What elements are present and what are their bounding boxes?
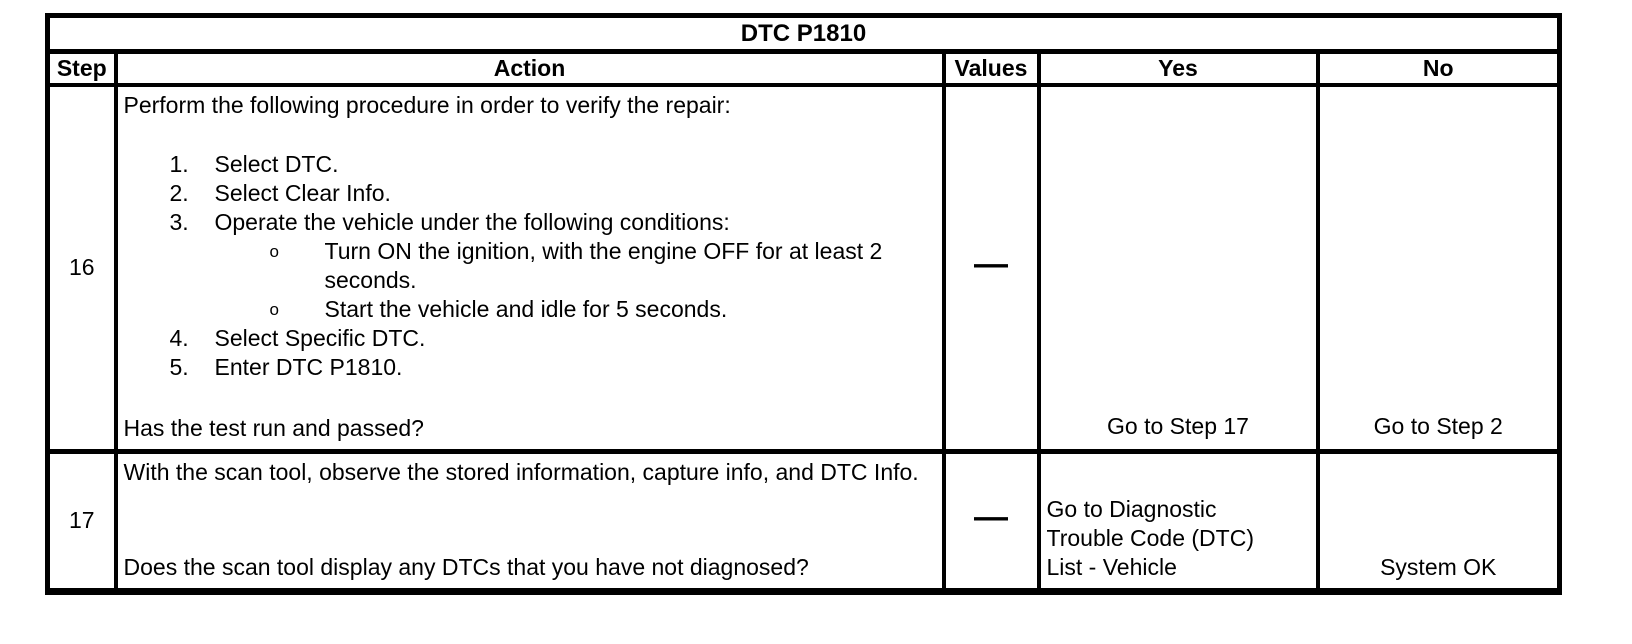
col-header-values: Values <box>941 49 1041 87</box>
yes-cell: Go to Diagnostic Trouble Code (DTC) List… <box>1036 449 1320 593</box>
dtc-diagnostic-table: DTC P1810 Step Action Values Yes No 16 P… <box>45 13 1562 595</box>
action-cell: Perform the following procedure in order… <box>113 83 946 454</box>
action-intro: With the scan tool, observe the stored i… <box>123 458 919 485</box>
circle-bullet-icon: o <box>269 300 279 319</box>
list-item-text: Enter DTC P1810. <box>214 354 403 380</box>
table-title-row: DTC P1810 <box>45 13 1562 54</box>
action-content: Perform the following procedure in order… <box>124 91 936 445</box>
list-item-text: Select DTC. <box>214 151 339 177</box>
col-header-no: No <box>1315 49 1562 87</box>
values-cell: — <box>941 83 1041 454</box>
yes-cell: Go to Step 17 <box>1036 83 1320 454</box>
no-cell: System OK <box>1315 449 1562 593</box>
table-header-row: Step Action Values Yes No <box>45 49 1562 87</box>
list-item: 1. Select DTC. <box>170 150 936 179</box>
list-item: 3. Operate the vehicle under the followi… <box>170 208 936 237</box>
list-item-text: Select Clear Info. <box>214 180 391 206</box>
table-title: DTC P1810 <box>45 13 1562 54</box>
yes-cell-line: Go to Diagnostic <box>1046 495 1217 522</box>
action-cell: With the scan tool, observe the stored i… <box>113 449 946 593</box>
table-row-step-17: 17 With the scan tool, observe the store… <box>45 449 1562 593</box>
list-item: 4. Select Specific DTC. <box>170 324 936 353</box>
list-item-text: Select Specific DTC. <box>214 325 426 351</box>
col-header-yes: Yes <box>1036 49 1320 87</box>
sub-list-item-text: Start the vehicle and idle for 5 seconds… <box>324 296 728 322</box>
action-content: With the scan tool, observe the stored i… <box>124 458 936 584</box>
list-item: 5. Enter DTC P1810. <box>170 353 936 382</box>
action-question: Has the test run and passed? <box>123 414 424 441</box>
list-item-text: Operate the vehicle under the following … <box>214 209 730 235</box>
list-item-number: 2. <box>169 180 189 206</box>
step-number: 17 <box>45 449 118 593</box>
action-question: Does the scan tool display any DTCs that… <box>123 553 809 580</box>
sub-list-item: o Start the vehicle and idle for 5 secon… <box>270 295 936 324</box>
table-row-step-16: 16 Perform the following procedure in or… <box>45 83 1562 454</box>
em-dash: — <box>974 245 1008 284</box>
list-item-number: 3. <box>169 209 189 235</box>
list-item-number: 1. <box>169 151 189 177</box>
list-item-number: 4. <box>169 325 189 351</box>
yes-cell-line: List - Vehicle <box>1046 553 1177 580</box>
action-intro: Perform the following procedure in order… <box>123 92 731 118</box>
step-number: 16 <box>45 83 118 454</box>
col-header-action: Action <box>113 49 946 87</box>
circle-bullet-icon: o <box>269 242 279 261</box>
sub-list-item-text: Turn ON the ignition, with the engine OF… <box>324 238 883 293</box>
list-item-number: 5. <box>169 354 189 380</box>
values-cell: — <box>941 449 1041 593</box>
yes-cell-line: Trouble Code (DTC) <box>1046 524 1254 551</box>
col-header-step: Step <box>45 49 118 87</box>
list-item: 2. Select Clear Info. <box>170 179 936 208</box>
action-numbered-list: 1. Select DTC. 2. Select Clear Info. 3. … <box>124 150 936 382</box>
no-cell: Go to Step 2 <box>1315 83 1562 454</box>
em-dash: — <box>974 498 1008 536</box>
sub-list-item: o Turn ON the ignition, with the engine … <box>270 237 936 295</box>
